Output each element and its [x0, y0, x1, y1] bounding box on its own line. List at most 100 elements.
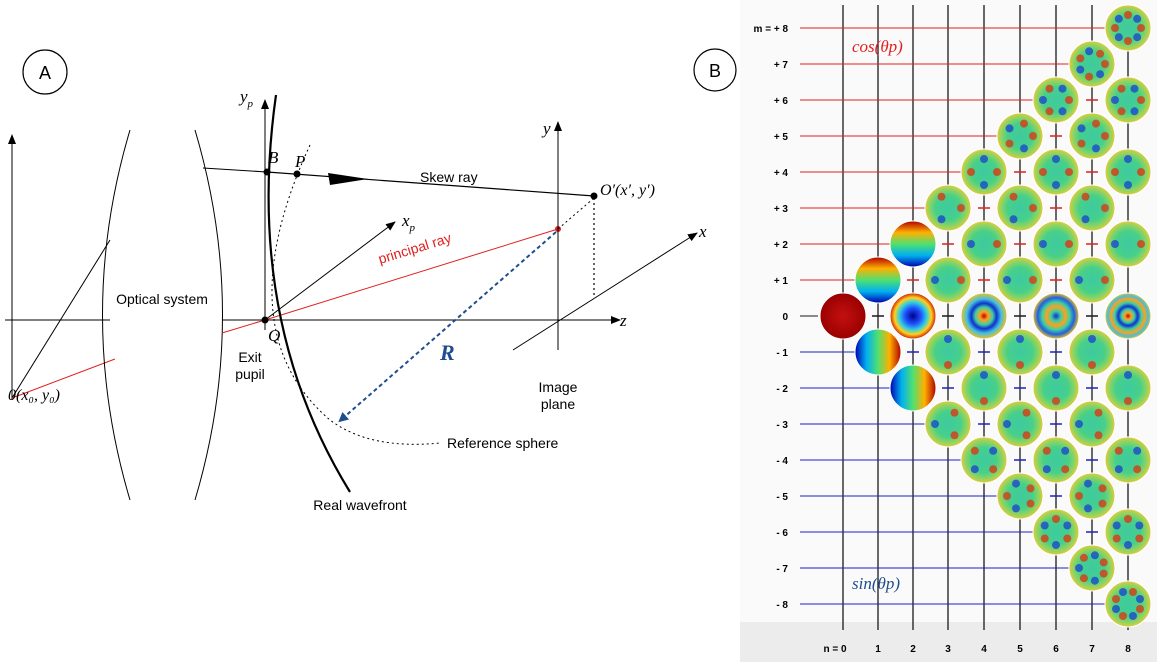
- zernike-mode: [996, 256, 1044, 304]
- n-column-label: 7: [1089, 644, 1095, 655]
- lobe: [1136, 595, 1144, 603]
- lobe: [937, 192, 946, 201]
- lobe: [1137, 24, 1145, 32]
- skew-ray-inner: [202, 167, 268, 173]
- lobe: [1130, 84, 1139, 93]
- lobe: [1084, 504, 1092, 513]
- zernike-mode: [1068, 328, 1116, 376]
- zernike-mode: [924, 400, 972, 448]
- lobe: [989, 446, 998, 455]
- lobe: [1085, 72, 1094, 81]
- m-row-label: + 6: [774, 96, 789, 107]
- lobe: [1045, 84, 1054, 93]
- lobe: [1052, 397, 1060, 405]
- zernike-mode: [1104, 292, 1152, 340]
- lobe: [1112, 534, 1121, 543]
- lobe: [1085, 47, 1094, 56]
- zernike-disc: [924, 400, 972, 448]
- zernike-mode: [1032, 364, 1080, 412]
- lobe: [1137, 240, 1145, 248]
- lobe: [1003, 276, 1011, 284]
- lobe: [1084, 479, 1092, 488]
- image-y-axis-label: y: [541, 119, 551, 138]
- zernike-mode: [1032, 220, 1080, 268]
- zernike-mode: [854, 328, 902, 376]
- zernike-mode: [1032, 436, 1080, 484]
- zernike-disc: [1032, 292, 1080, 340]
- lobe: [1101, 60, 1109, 68]
- lobe: [1114, 33, 1123, 42]
- lobe: [1052, 181, 1060, 189]
- zernike-disc: [1068, 256, 1116, 304]
- cos-theta-label: cos(θp): [852, 37, 903, 56]
- lobe: [1077, 139, 1086, 148]
- m-row-label: - 6: [776, 528, 788, 539]
- n-column-label: 3: [945, 644, 951, 655]
- m-row-label: + 4: [774, 168, 789, 179]
- image-point-dot: [590, 192, 598, 200]
- lobe: [1005, 139, 1014, 148]
- lobe: [1079, 553, 1088, 562]
- lobe: [957, 276, 965, 284]
- point-q-label: Q: [268, 326, 280, 345]
- zernike-disc: [1104, 508, 1152, 556]
- lobe: [1124, 515, 1132, 523]
- lobe: [1045, 107, 1054, 116]
- lobe: [1119, 612, 1127, 620]
- zernike-mode: [1032, 76, 1080, 124]
- zernike-mode: [1068, 184, 1116, 232]
- lobe: [1058, 107, 1067, 116]
- lobe: [1012, 504, 1020, 513]
- lobe: [1094, 431, 1103, 440]
- lobe: [1012, 479, 1020, 488]
- lobe: [1137, 96, 1145, 104]
- lobe: [937, 215, 946, 224]
- image-x-axis: [512, 232, 698, 351]
- m-row-label: - 4: [776, 456, 788, 467]
- lobe: [1092, 119, 1100, 128]
- lobe: [1133, 14, 1142, 23]
- lobe: [1065, 240, 1073, 248]
- lobe: [1075, 276, 1083, 284]
- zernike-disc: [924, 256, 972, 304]
- zernike-mode: [889, 220, 937, 268]
- lobe: [1077, 124, 1086, 133]
- lobe: [1094, 408, 1103, 417]
- skew-ray: [266, 171, 595, 197]
- zernike-disc: [854, 328, 902, 376]
- n-column-label: 2: [910, 644, 916, 655]
- radius-label: R: [439, 340, 455, 365]
- object-principal-ray: [11, 358, 116, 399]
- lobe: [993, 168, 1001, 176]
- sin-theta-label: sin(θp): [852, 574, 900, 593]
- zernike-disc: [1032, 436, 1080, 484]
- n-column-label: 4: [981, 644, 987, 655]
- zernike-disc: [819, 292, 867, 340]
- panel-b-label: B: [709, 61, 721, 81]
- lobe: [1039, 240, 1047, 248]
- zernike-mode: [1068, 256, 1116, 304]
- point-p-dot: [293, 170, 301, 178]
- lobe: [1052, 541, 1060, 549]
- point-b-dot: [263, 168, 271, 176]
- zernike-mode: [1032, 292, 1080, 340]
- zernike-mode: [819, 292, 867, 340]
- reference-sphere: [271, 144, 441, 445]
- zernike-mode: [1032, 508, 1080, 556]
- zernike-mode: [1068, 112, 1116, 160]
- zernike-disc: [1068, 328, 1116, 376]
- point-p-label: P: [294, 152, 305, 171]
- xp-axis: [264, 221, 396, 321]
- lobe: [1096, 70, 1105, 79]
- lobe: [1136, 605, 1144, 613]
- lobe: [1003, 420, 1011, 428]
- lobe: [1117, 107, 1126, 116]
- m-row-label: - 1: [776, 348, 788, 359]
- lobe: [1112, 521, 1121, 530]
- panel-a-badge: [22, 49, 68, 95]
- lobe: [1099, 558, 1108, 567]
- zernike-mode: [960, 220, 1008, 268]
- radius-arrow: [338, 231, 557, 423]
- m-row-label: - 7: [776, 564, 788, 575]
- lobe: [1090, 551, 1099, 560]
